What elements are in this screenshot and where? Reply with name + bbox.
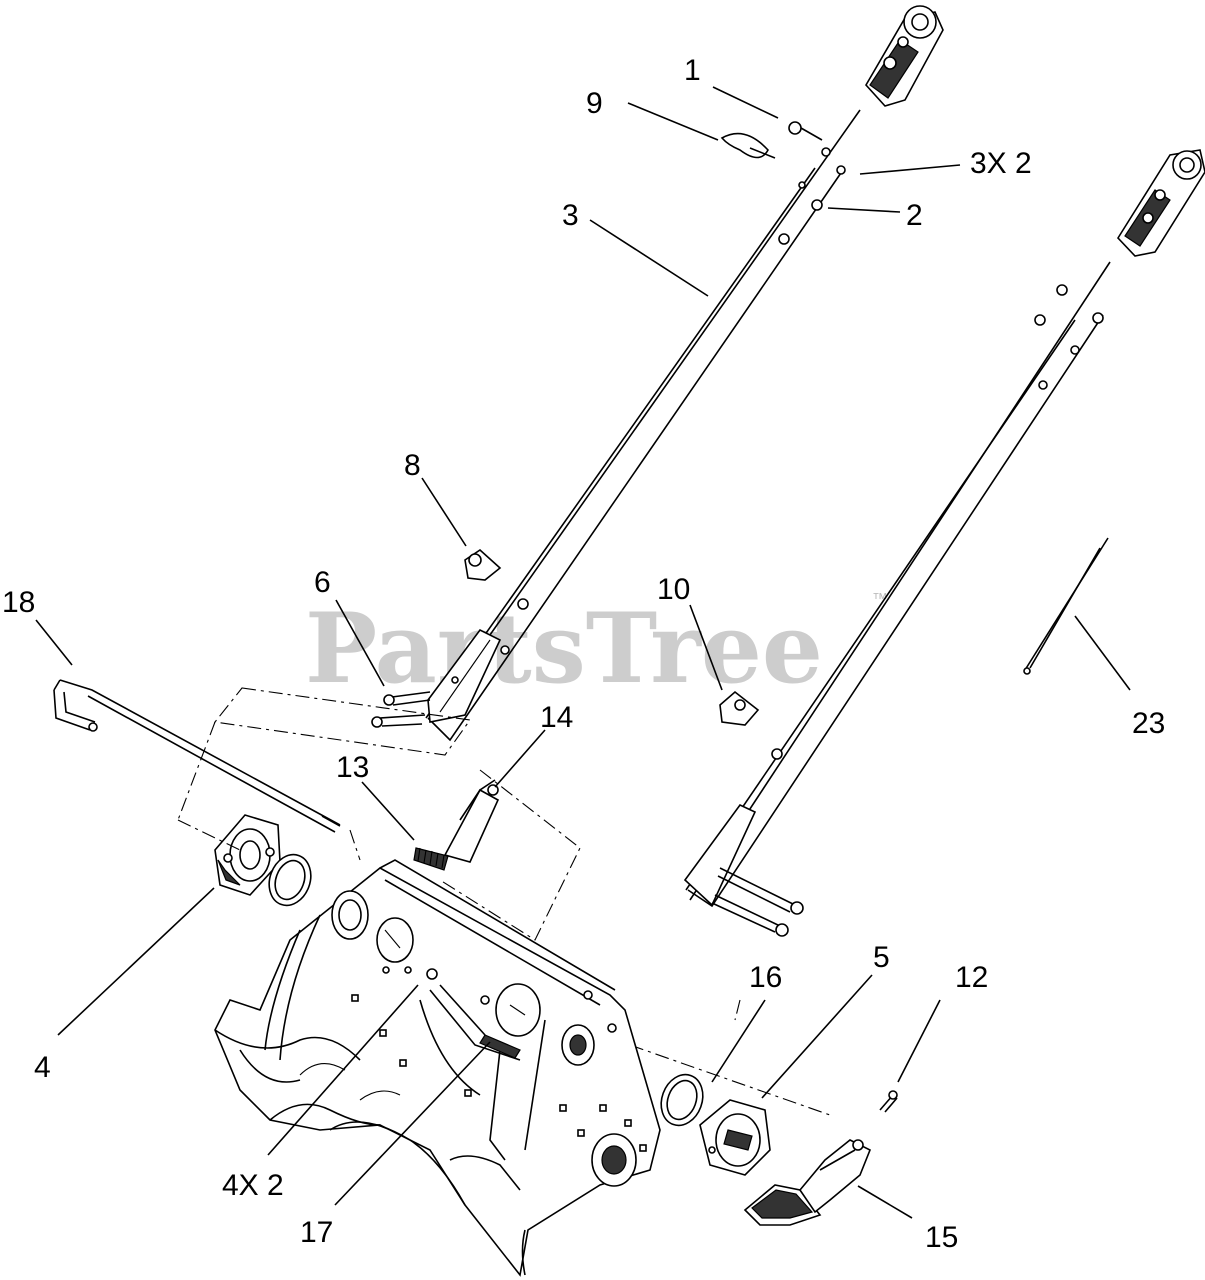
right-handle-assembly <box>683 149 1205 937</box>
part-6-bolts <box>371 691 431 728</box>
part-16-ring-washer <box>660 1073 704 1127</box>
main-housing <box>214 859 661 1277</box>
label-part-4x2: 4X 2 <box>222 1169 284 1202</box>
label-part-10: 10 <box>657 573 690 606</box>
label-part-3: 3 <box>562 199 579 232</box>
label-part-2: 2 <box>906 199 923 232</box>
left-handle-assembly <box>425 5 944 742</box>
label-part-5: 5 <box>873 941 890 974</box>
label-part-8: 8 <box>404 449 421 482</box>
part-1-pin <box>788 121 823 141</box>
label-part-23: 23 <box>1132 707 1165 740</box>
label-part-6: 6 <box>314 566 331 599</box>
label-part-14: 14 <box>540 701 573 734</box>
part-12-pin <box>879 1090 898 1113</box>
part-23-cable-tie <box>1023 537 1109 675</box>
part-9-clip <box>720 132 776 159</box>
part-15-pedal <box>743 1139 872 1226</box>
label-part-3x2: 3X 2 <box>970 147 1032 180</box>
label-part-9: 9 <box>586 87 603 120</box>
part-5-bearing <box>699 1099 771 1176</box>
watermark-trademark: ™ <box>872 591 888 608</box>
left-ring-washer <box>268 853 312 907</box>
label-part-13: 13 <box>336 751 369 784</box>
right-handle-grip <box>1116 149 1205 257</box>
part-8-knob <box>464 548 502 581</box>
watermark-text: PartsTree <box>305 592 823 705</box>
part-10-clip <box>719 690 760 726</box>
part-labels: 1 9 3X 2 3 2 8 18 6 10 23 14 13 4 16 5 1… <box>2 54 1165 1254</box>
leader-lines <box>35 86 1131 1219</box>
part-13-spring <box>413 847 449 871</box>
label-part-16: 16 <box>749 961 782 994</box>
label-part-17: 17 <box>300 1216 333 1249</box>
label-part-12: 12 <box>955 961 988 994</box>
label-part-15: 15 <box>925 1221 958 1254</box>
part-14-bracket <box>443 779 500 863</box>
label-part-1: 1 <box>684 54 701 87</box>
part-18-rod <box>53 679 341 833</box>
label-part-18: 18 <box>2 586 35 619</box>
label-part-4: 4 <box>34 1051 51 1084</box>
assembly-guides <box>177 687 831 1116</box>
left-handle-grip <box>865 5 944 107</box>
